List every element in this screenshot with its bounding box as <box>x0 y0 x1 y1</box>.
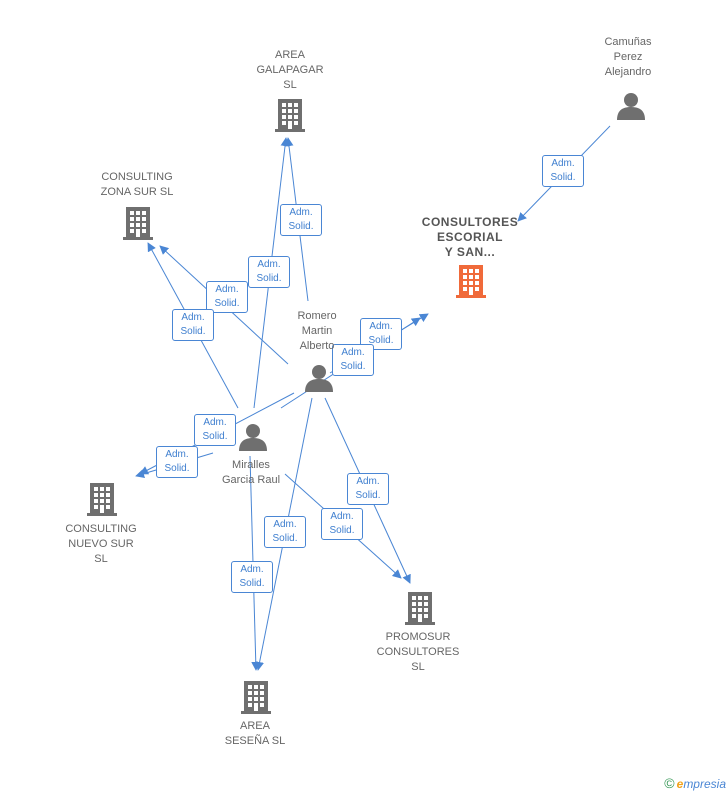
edge-label-romero-to-consulting_nuevo_sur[interactable]: Adm. Solid. <box>194 414 236 446</box>
edge-label-miralles-to-consulting_zona_sur[interactable]: Adm. Solid. <box>172 309 214 341</box>
edge-label-miralles-to-promosur[interactable]: Adm. Solid. <box>321 508 363 540</box>
node-label-miralles[interactable]: Miralles Garcia Raul <box>221 459 281 486</box>
node-label-camunas[interactable]: Camuñas Perez Alejandro <box>604 36 652 78</box>
edge-label-romero-to-area_sesena[interactable]: Adm. Solid. <box>264 516 306 548</box>
node-label-promosur[interactable]: PROMOSUR CONSULTORES SL <box>376 631 460 673</box>
person-icon-camunas[interactable] <box>617 93 645 120</box>
edge-label-miralles-to-area_sesena[interactable]: Adm. Solid. <box>231 561 273 593</box>
building-icon-area_sesena[interactable] <box>241 681 271 714</box>
building-icon-promosur[interactable] <box>405 592 435 625</box>
brand-logo-text: mpresia <box>683 777 726 791</box>
edge-label-romero-to-consulting_zona_sur[interactable]: Adm. Solid. <box>206 281 248 313</box>
node-label-romero[interactable]: Romero Martin Alberto <box>297 310 337 352</box>
building-icon-consulting_zona_sur[interactable] <box>123 207 153 240</box>
node-label-consultores_escorial[interactable]: CONSULTORES ESCORIAL Y SAN... <box>421 215 519 259</box>
edge-label-miralles-to-consulting_nuevo_sur[interactable]: Adm. Solid. <box>156 446 198 478</box>
edge-label-romero-to-promosur[interactable]: Adm. Solid. <box>347 473 389 505</box>
brand-watermark: ©empresia <box>664 775 726 791</box>
edge-label-miralles-to-consultores_escorial[interactable]: Adm. Solid. <box>332 344 374 376</box>
node-label-area_galapagar[interactable]: AREA GALAPAGAR SL <box>256 49 324 91</box>
edge-label-miralles-to-area_galapagar[interactable]: Adm. Solid. <box>248 256 290 288</box>
building-icon-consulting_nuevo_sur[interactable] <box>87 483 117 516</box>
edge-label-camunas-to-consultores_escorial[interactable]: Adm. Solid. <box>542 155 584 187</box>
node-label-area_sesena[interactable]: AREA SESEÑA SL <box>224 720 286 747</box>
building-icon-area_galapagar[interactable] <box>275 99 305 132</box>
person-icon-romero[interactable] <box>305 365 333 392</box>
edges-layer <box>135 125 611 671</box>
node-label-consulting_nuevo_sur[interactable]: CONSULTING NUEVO SUR SL <box>65 523 137 565</box>
node-label-consulting_zona_sur[interactable]: CONSULTING ZONA SUR SL <box>100 171 174 198</box>
edge-label-romero-to-area_galapagar[interactable]: Adm. Solid. <box>280 204 322 236</box>
building-icon-consultores_escorial[interactable] <box>456 265 486 298</box>
copyright-icon: © <box>664 775 675 791</box>
brand-logo-e: e <box>676 777 684 791</box>
person-icon-miralles[interactable] <box>239 424 267 451</box>
